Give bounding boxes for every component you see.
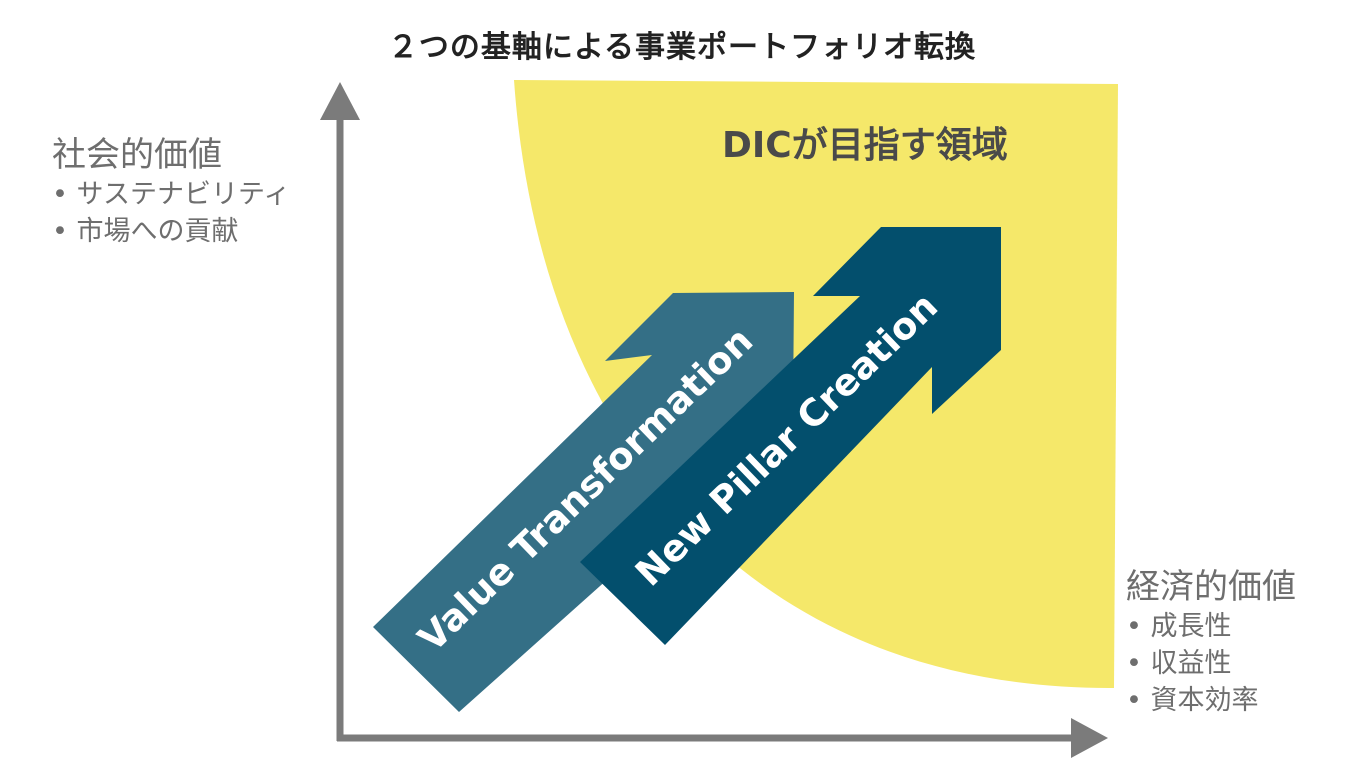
y-axis-arrowhead (320, 82, 360, 120)
y-axis-label-block: 社会的価値 サステナビリティ 市場への貢献 (52, 134, 290, 250)
x-axis-item-list: 成長性 収益性 資本効率 (1126, 608, 1296, 719)
x-axis-label-block: 経済的価値 成長性 収益性 資本効率 (1126, 566, 1296, 719)
x-axis-arrowhead (1071, 718, 1108, 758)
y-axis-heading: 社会的価値 (52, 135, 222, 175)
target-region-label: DICが目指す領域 (722, 125, 1008, 166)
axes (320, 82, 1108, 758)
x-axis-item: 成長性 (1126, 608, 1296, 645)
y-axis-item: 市場への貢献 (52, 213, 290, 250)
x-axis-heading: 経済的価値 (1126, 567, 1296, 607)
value-transformation-arrow-shape (373, 292, 794, 712)
y-axis-item-list: サステナビリティ 市場への貢献 (52, 176, 291, 250)
x-axis-item: 資本効率 (1126, 682, 1296, 719)
x-axis-item: 収益性 (1126, 645, 1296, 682)
y-axis-item: サステナビリティ (52, 176, 291, 213)
new-pillar-creation-arrow-shape (580, 227, 1001, 645)
page-title: ２つの基軸による事業ポートフォリオ転換 (387, 30, 977, 65)
